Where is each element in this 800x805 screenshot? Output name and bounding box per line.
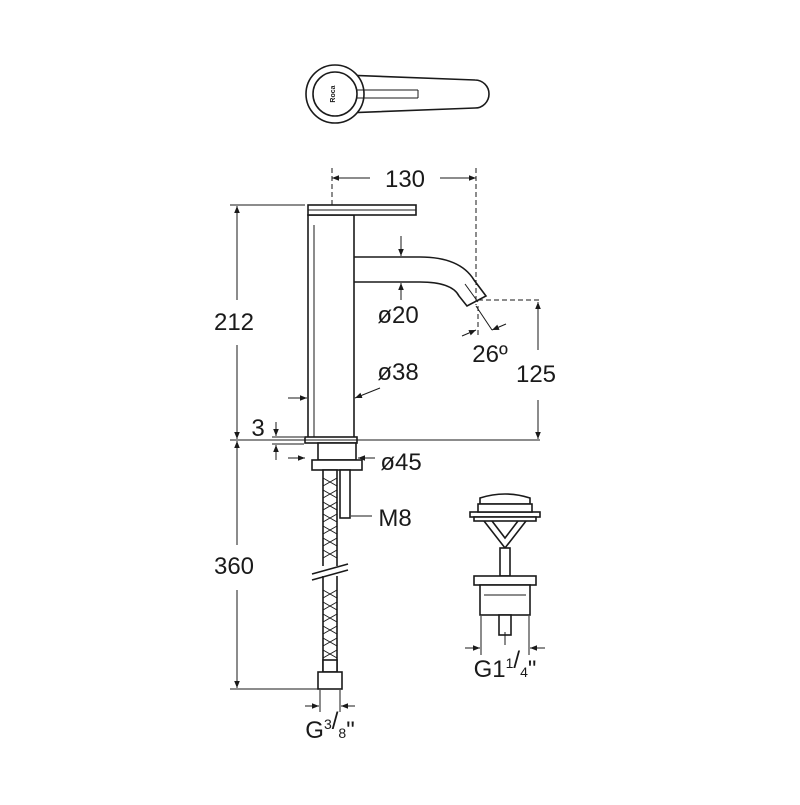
dim-spout-height: 125 — [516, 361, 556, 388]
hose-assembly — [310, 442, 363, 690]
waste-thread-prefix: G1 — [474, 656, 506, 683]
hose-thread-suffix: " — [346, 717, 355, 744]
waste-thread-slash: / — [513, 647, 520, 674]
hose-thread-label: G3/8" — [305, 708, 354, 744]
waste-valve — [469, 493, 541, 645]
dim-total-height: 212 — [214, 309, 254, 336]
hose-thread-slash: / — [332, 708, 339, 735]
brand-logo: Roca — [330, 85, 337, 102]
dim-spout-diameter: ø20 — [377, 302, 418, 329]
dim-body-diameter: ø38 — [377, 359, 418, 386]
waste-thread-num: 1 — [506, 655, 514, 671]
dim-spout-reach: 130 — [385, 166, 425, 193]
dim-stud-thread: M8 — [378, 505, 411, 532]
hose-thread-prefix: G — [305, 717, 324, 744]
dim-base-diameter: ø45 — [380, 449, 421, 476]
hose-thread-den: 8 — [338, 725, 346, 741]
dim-spout-angle: 26º — [472, 341, 508, 368]
waste-thread-suffix: " — [528, 656, 537, 683]
waste-thread-den: 4 — [520, 664, 528, 680]
dim-base-thickness: 3 — [251, 415, 264, 442]
hose-thread-num: 3 — [324, 716, 332, 732]
dimension-lines — [230, 168, 545, 712]
waste-thread-label: G11/4" — [474, 647, 537, 683]
dim-hose-length: 360 — [214, 553, 254, 580]
top-view: Roca — [305, 64, 490, 124]
